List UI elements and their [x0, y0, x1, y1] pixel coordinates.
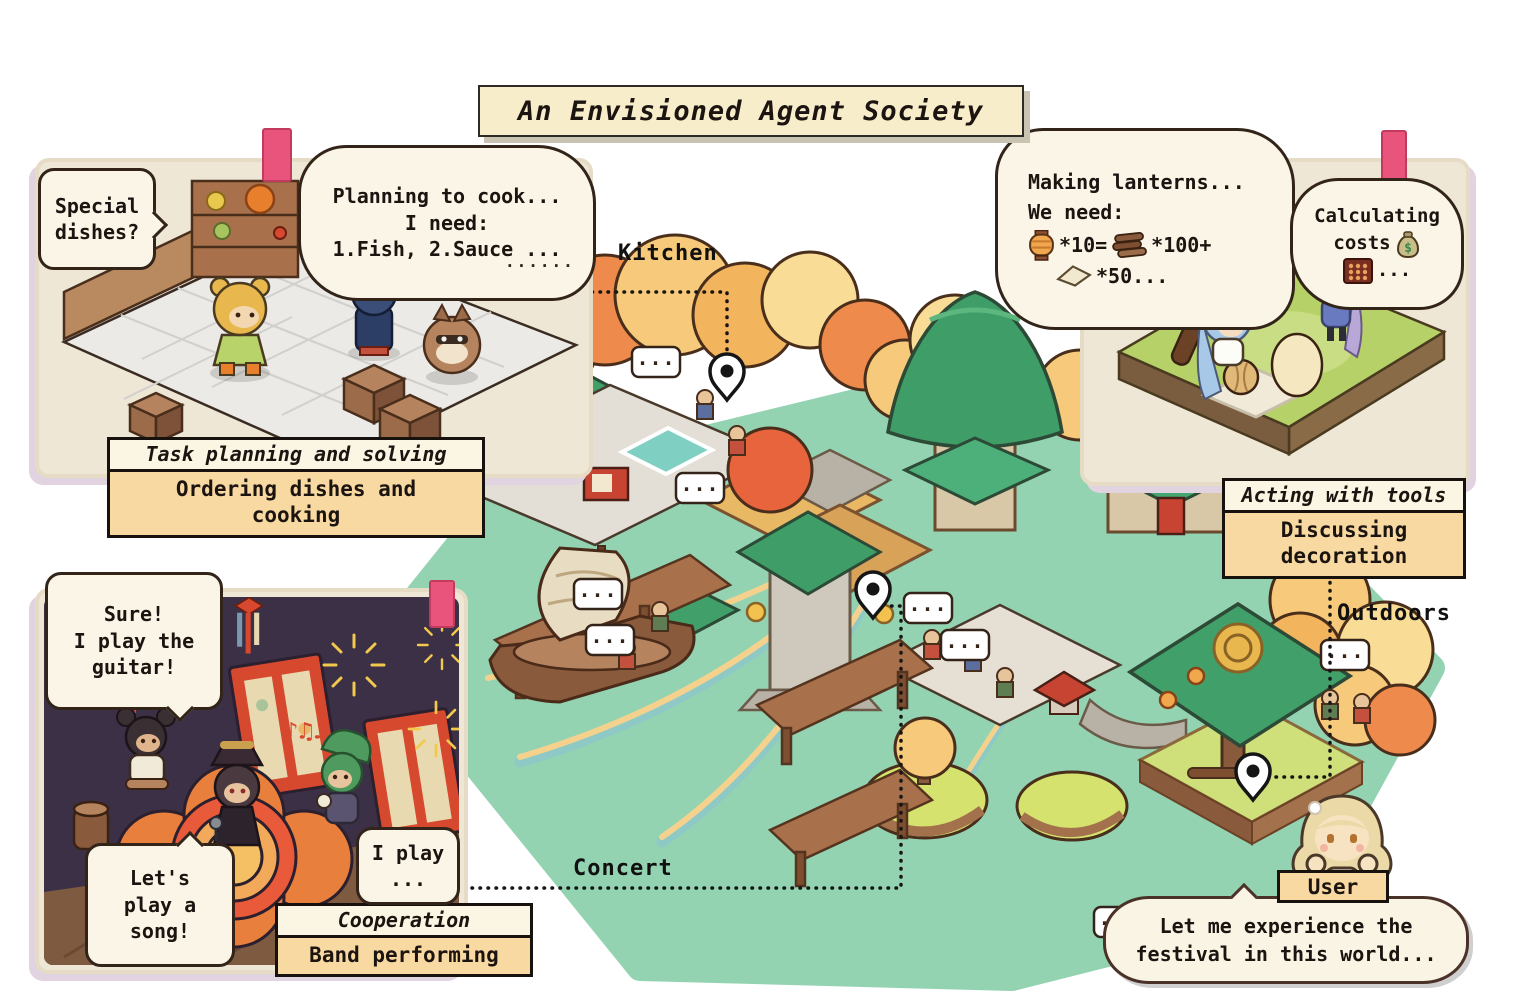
speech-bubble-user: Let me experience the festival in this w…	[1103, 882, 1469, 984]
fireworks	[322, 619, 459, 758]
log-pile	[1187, 767, 1241, 779]
pumpkin-icon	[244, 183, 276, 215]
label-header: Cooperation	[278, 906, 530, 938]
money-bag-icon: $	[1396, 230, 1419, 258]
hanging-tassel	[233, 597, 265, 654]
speech-bubble-song: Let's play a song!	[85, 830, 235, 967]
villager	[728, 425, 746, 456]
thought-bubble-planning: Planning to cook... I need: 1.Fish, 2.Sa…	[298, 145, 596, 301]
crates	[127, 363, 443, 455]
label-header: Task planning and solving	[110, 440, 482, 472]
villagers	[618, 389, 1371, 724]
pavilion-roof	[1126, 601, 1354, 749]
roof-emblem-icon	[1212, 622, 1264, 674]
tanuki-character	[422, 302, 482, 385]
villager	[996, 667, 1014, 698]
speech-bubble-special-dishes: Special dishes?	[38, 168, 169, 270]
barrel	[72, 800, 110, 851]
hanging-lantern-icon	[745, 601, 767, 623]
svg-text:...: ...	[1325, 639, 1364, 663]
location-label-outdoors: Outdoors	[1337, 601, 1451, 626]
label-box-cooperation: Cooperation Band performing	[275, 903, 533, 978]
svg-text:...: ...	[590, 624, 629, 648]
ellipsis-bubble: ...	[674, 471, 726, 505]
red-maple-tree	[726, 426, 814, 514]
location-label-concert: Concert	[573, 856, 673, 881]
chef-bear-character	[209, 276, 271, 382]
label-box-task: Task planning and solving Ordering dishe…	[107, 437, 485, 538]
figure-title: An Envisioned Agent Society	[518, 95, 984, 127]
connector-outdoors	[1266, 568, 1332, 779]
guitarist-character	[316, 729, 372, 825]
villager	[651, 601, 669, 632]
villager	[696, 389, 714, 420]
notice-board	[582, 466, 630, 502]
map-pin-concert-icon	[854, 570, 892, 620]
music-notes: ♪♫♪	[284, 717, 327, 745]
villager	[923, 629, 941, 660]
ellipsis-bubble: ...	[939, 628, 991, 662]
svg-text:...: ...	[578, 578, 617, 602]
ellipsis-bubble: ...	[1319, 638, 1371, 672]
pagoda-main	[886, 290, 1064, 532]
ellipsis-bubble: ...	[630, 345, 682, 379]
map-pin-outdoors-icon	[1234, 752, 1272, 802]
lantern-icon	[1029, 229, 1054, 261]
wood-icon	[1112, 232, 1148, 259]
svg-text:...: ...	[636, 346, 675, 370]
bookmark-tab-icon	[262, 128, 292, 182]
bookmark-tab-icon	[429, 580, 455, 628]
shrine-stand	[1032, 670, 1097, 715]
title-banner: An Envisioned Agent Society	[478, 85, 1024, 137]
folding-screen	[362, 707, 459, 845]
villager	[1353, 693, 1371, 724]
hanging-lantern-icon	[1186, 666, 1206, 686]
thought-bubble-calculating: Calculating costs $ ...	[1290, 178, 1464, 310]
label-body: Band performing	[278, 938, 530, 975]
ellipsis-bubble: ...	[572, 577, 624, 611]
label-box-tools: Acting with tools Discussing decoration	[1222, 478, 1466, 579]
thought-trail: ......	[505, 252, 575, 271]
label-body: Discussing decoration	[1225, 513, 1463, 576]
bookmark-tab-icon	[1381, 130, 1407, 184]
connector-kitchen	[590, 290, 729, 352]
gate-tower	[735, 510, 895, 712]
label-body: Ordering dishes and cooking	[110, 472, 482, 535]
kitchen-shelf	[190, 179, 300, 279]
label-header: Acting with tools	[1225, 481, 1463, 513]
svg-text:...: ...	[680, 472, 719, 496]
hanging-lantern-icon	[1158, 690, 1178, 710]
svg-text:...: ...	[908, 592, 947, 616]
paper-icon	[1056, 265, 1092, 287]
singer-character	[209, 741, 265, 847]
user-label: User	[1277, 870, 1389, 903]
speech-bubble-guitar: Sure! I play the guitar!	[45, 572, 223, 723]
microphone-icon	[209, 816, 223, 830]
svg-text:...: ...	[945, 629, 984, 653]
location-label-kitchen: Kitchen	[618, 241, 718, 266]
thought-bubble-making-lanterns: Making lanterns... We need: *10= *100+ *…	[995, 128, 1295, 330]
svg-text:$: $	[1404, 241, 1412, 256]
hair-flower-icon	[1308, 801, 1322, 815]
ellipsis-bubble: ...	[584, 623, 636, 657]
speech-bubble-i-play: I play ...	[356, 827, 460, 905]
connector-concert	[470, 604, 903, 890]
ellipsis-bubble: ...	[902, 591, 954, 625]
abacus-icon	[1342, 257, 1373, 284]
pool	[617, 425, 717, 477]
map-pin-kitchen-icon	[708, 352, 746, 402]
lantern-shell	[1270, 332, 1324, 398]
